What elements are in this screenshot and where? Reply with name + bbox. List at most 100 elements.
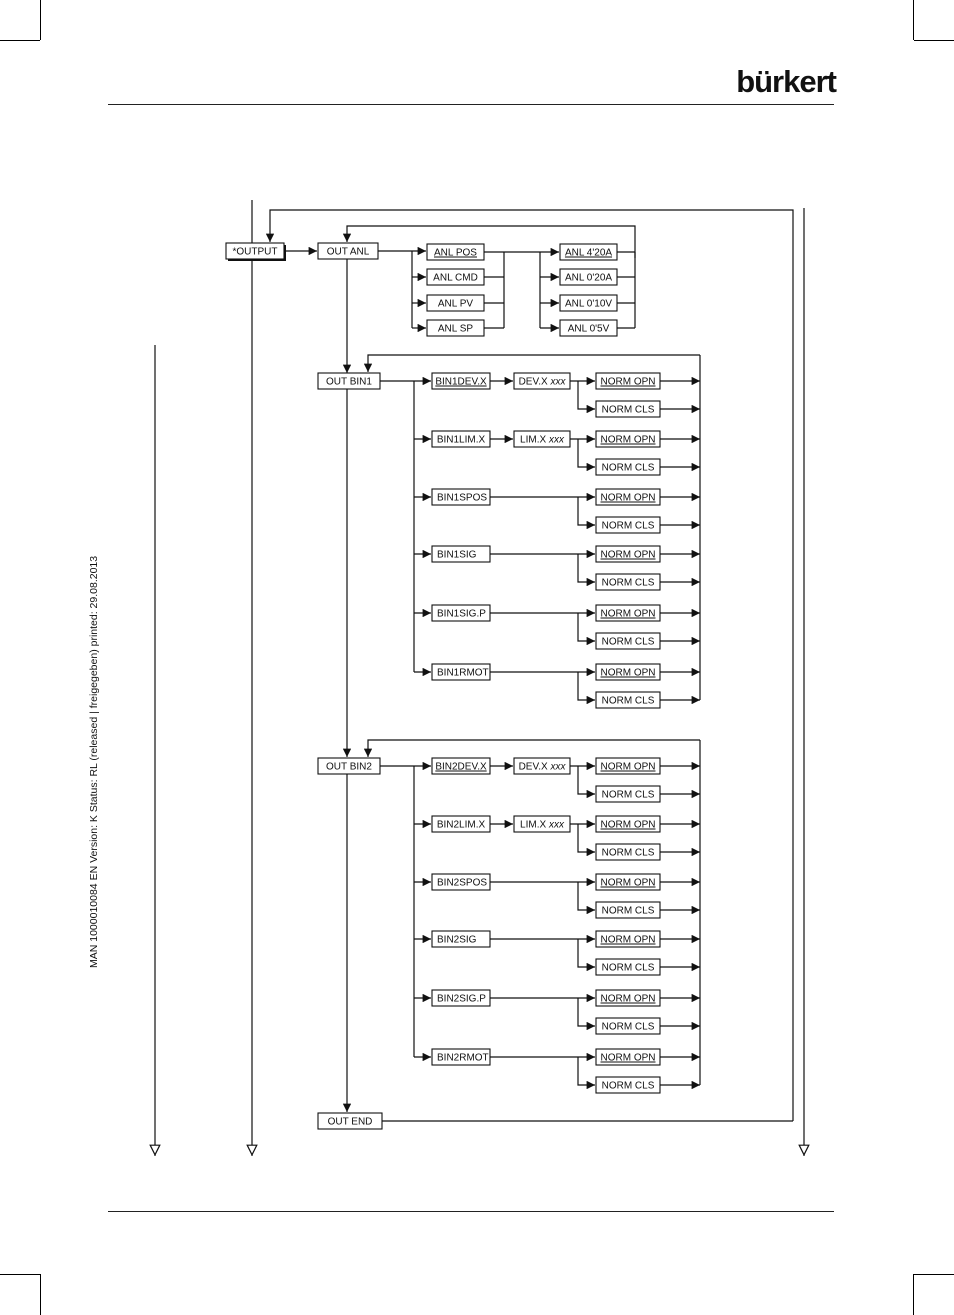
out-bin2-norm-opn: NORM OPN <box>595 757 661 775</box>
out-bin1-item-bin1rmot: BIN1RMOT <box>431 663 491 681</box>
out-bin1-norm-cls-label: NORM CLS <box>602 463 655 474</box>
out-bin2-norm-opn-label: NORM OPN <box>601 762 656 773</box>
connector-line <box>577 824 595 857</box>
out-bin2-item-bin2sig-label: BIN2SIG <box>437 935 477 946</box>
crop-mark <box>0 1274 40 1275</box>
out-bin2-item-bin2lim-x-label: BIN2LIM.X <box>437 820 486 831</box>
out-bin1-norm-cls: NORM CLS <box>595 516 661 534</box>
connector-line <box>577 439 595 472</box>
out-bin2-item-bin2rmot: BIN2RMOT <box>431 1048 491 1066</box>
out-bin2-norm-opn-label: NORM OPN <box>601 1053 656 1064</box>
brand-logo: bürkert <box>736 64 837 99</box>
out-bin1-norm-cls: NORM CLS <box>595 573 661 591</box>
out-bin2-norm-opn: NORM OPN <box>595 930 661 948</box>
out-bin2-norm-cls-label: NORM CLS <box>602 1081 655 1092</box>
out-bin1-norm-cls-label: NORM CLS <box>602 696 655 707</box>
out-bin1-norm-cls: NORM CLS <box>595 691 661 709</box>
out-bin1-norm-opn-label: NORM OPN <box>601 609 656 620</box>
anl-source-anl-cmd: ANL CMD <box>426 268 485 286</box>
out-bin2-norm-cls: NORM CLS <box>595 785 661 803</box>
anl-range-anl-0-5v-label: ANL 0'5V <box>568 324 610 335</box>
menu-out-bin2-label: OUT BIN2 <box>326 762 372 773</box>
out-bin2-norm-opn-label: NORM OPN <box>601 820 656 831</box>
out-bin1-item-bin1dev-x: BIN1DEV.X <box>431 372 491 390</box>
menu-root-output-label: *OUTPUT <box>233 247 278 258</box>
connector-line <box>577 381 595 414</box>
out-bin2-norm-opn: NORM OPN <box>595 989 661 1007</box>
anl-source-anl-pv: ANL PV <box>426 294 485 312</box>
out-bin1-dev-param: DEV.X xxx <box>513 372 571 390</box>
out-bin2-item-bin2sig: BIN2SIG <box>431 930 491 948</box>
out-bin1-lim-param-label: LIM.X xxx <box>520 435 565 446</box>
out-bin1-norm-cls: NORM CLS <box>595 458 661 476</box>
menu-out-bin1: OUT BIN1 <box>317 372 381 390</box>
anl-range-anl-4-20a-label: ANL 4'20A <box>565 248 612 259</box>
out-bin1-norm-opn: NORM OPN <box>595 372 661 390</box>
out-bin2-return-line <box>363 739 700 757</box>
connector-line <box>577 554 595 587</box>
out-bin2-item-bin2sig-p: BIN2SIG.P <box>431 989 491 1007</box>
anl-range-anl-0-20a-label: ANL 0'20A <box>565 273 612 284</box>
connector-line <box>577 672 595 705</box>
out-bin1-item-bin1lim-x: BIN1LIM.X <box>431 430 491 448</box>
crop-mark <box>40 1274 41 1315</box>
out-bin2-dev-param-label: DEV.X xxx <box>519 762 567 773</box>
out-bin1-norm-cls-label: NORM CLS <box>602 405 655 416</box>
anl-source-anl-sp-label: ANL SP <box>438 324 474 335</box>
menu-root-output: *OUTPUT <box>225 242 286 261</box>
menu-out-anl: OUT ANL <box>317 242 379 260</box>
out-anl-return-line <box>342 225 636 258</box>
out-bin2-norm-cls-label: NORM CLS <box>602 790 655 801</box>
anl-source-anl-pos-label: ANL POS <box>434 248 477 259</box>
menu-out-bin1-label: OUT BIN1 <box>326 377 372 388</box>
connector-line <box>577 497 595 530</box>
menu-out-end: OUT END <box>317 1112 383 1130</box>
out-bin2-item-bin2sig-p-label: BIN2SIG.P <box>437 994 486 1005</box>
out-bin2-norm-cls-label: NORM CLS <box>602 848 655 859</box>
crop-mark <box>914 40 954 41</box>
anl-range-anl-0-10v-label: ANL 0'10V <box>565 299 612 310</box>
out-bin1-norm-opn-label: NORM OPN <box>601 435 656 446</box>
connector-line <box>577 882 595 915</box>
out-bin1-norm-cls-label: NORM CLS <box>602 521 655 532</box>
crop-mark <box>913 1274 914 1315</box>
menu-out-end-label: OUT END <box>328 1117 373 1128</box>
anl-range-anl-0-5v: ANL 0'5V <box>559 319 618 337</box>
out-bin1-norm-cls-label: NORM CLS <box>602 637 655 648</box>
out-bin1-norm-opn-label: NORM OPN <box>601 550 656 561</box>
out-bin1-norm-opn: NORM OPN <box>595 430 661 448</box>
out-bin1-norm-opn: NORM OPN <box>595 663 661 681</box>
out-bin2-item-bin2spos-label: BIN2SPOS <box>437 878 487 889</box>
out-bin1-item-bin1sig-label: BIN1SIG <box>437 550 477 561</box>
out-bin1-item-bin1lim-x-label: BIN1LIM.X <box>437 435 486 446</box>
out-end-return-line <box>265 209 794 1121</box>
out-bin1-norm-opn: NORM OPN <box>595 545 661 563</box>
out-bin1-item-bin1sig: BIN1SIG <box>431 545 491 563</box>
out-bin1-norm-opn-label: NORM OPN <box>601 493 656 504</box>
connector-line <box>577 613 595 646</box>
out-bin1-item-bin1sig-p-label: BIN1SIG.P <box>437 609 486 620</box>
out-bin1-dev-param-label: DEV.X xxx <box>519 377 567 388</box>
menu-out-bin2: OUT BIN2 <box>317 757 381 775</box>
out-bin1-item-bin1rmot-label: BIN1RMOT <box>437 668 489 679</box>
out-bin1-item-bin1dev-x-label: BIN1DEV.X <box>435 377 487 388</box>
crop-mark <box>913 0 914 40</box>
crop-mark <box>0 40 40 41</box>
out-bin1-norm-cls: NORM CLS <box>595 632 661 650</box>
out-bin2-norm-cls-label: NORM CLS <box>602 963 655 974</box>
out-bin1-norm-opn: NORM OPN <box>595 604 661 622</box>
anl-source-anl-pv-label: ANL PV <box>438 299 474 310</box>
out-bin1-item-bin1sig-p: BIN1SIG.P <box>431 604 491 622</box>
out-bin2-norm-opn-label: NORM OPN <box>601 935 656 946</box>
out-bin1-item-bin1spos: BIN1SPOS <box>431 488 491 506</box>
footer-rule <box>108 1211 834 1212</box>
connector-line <box>577 939 595 972</box>
out-bin1-norm-opn: NORM OPN <box>595 488 661 506</box>
out-bin2-norm-opn: NORM OPN <box>595 1048 661 1066</box>
anl-source-anl-pos: ANL POS <box>426 243 485 261</box>
anl-range-anl-4-20a: ANL 4'20A <box>559 243 618 261</box>
connector-line <box>577 1057 595 1090</box>
out-bin2-norm-opn: NORM OPN <box>595 815 661 833</box>
connector-line <box>577 998 595 1031</box>
